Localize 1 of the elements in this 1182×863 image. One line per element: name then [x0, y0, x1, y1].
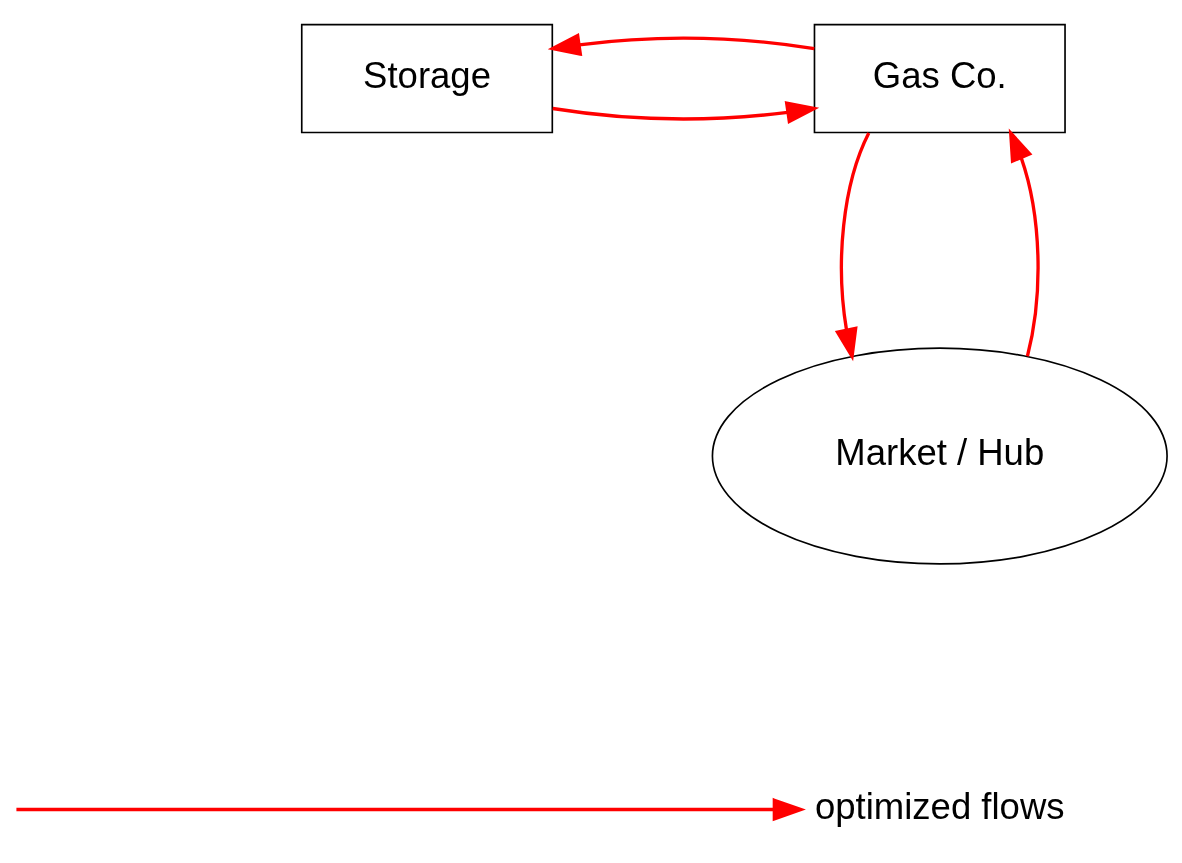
legend-label: optimized flows — [815, 785, 1065, 827]
